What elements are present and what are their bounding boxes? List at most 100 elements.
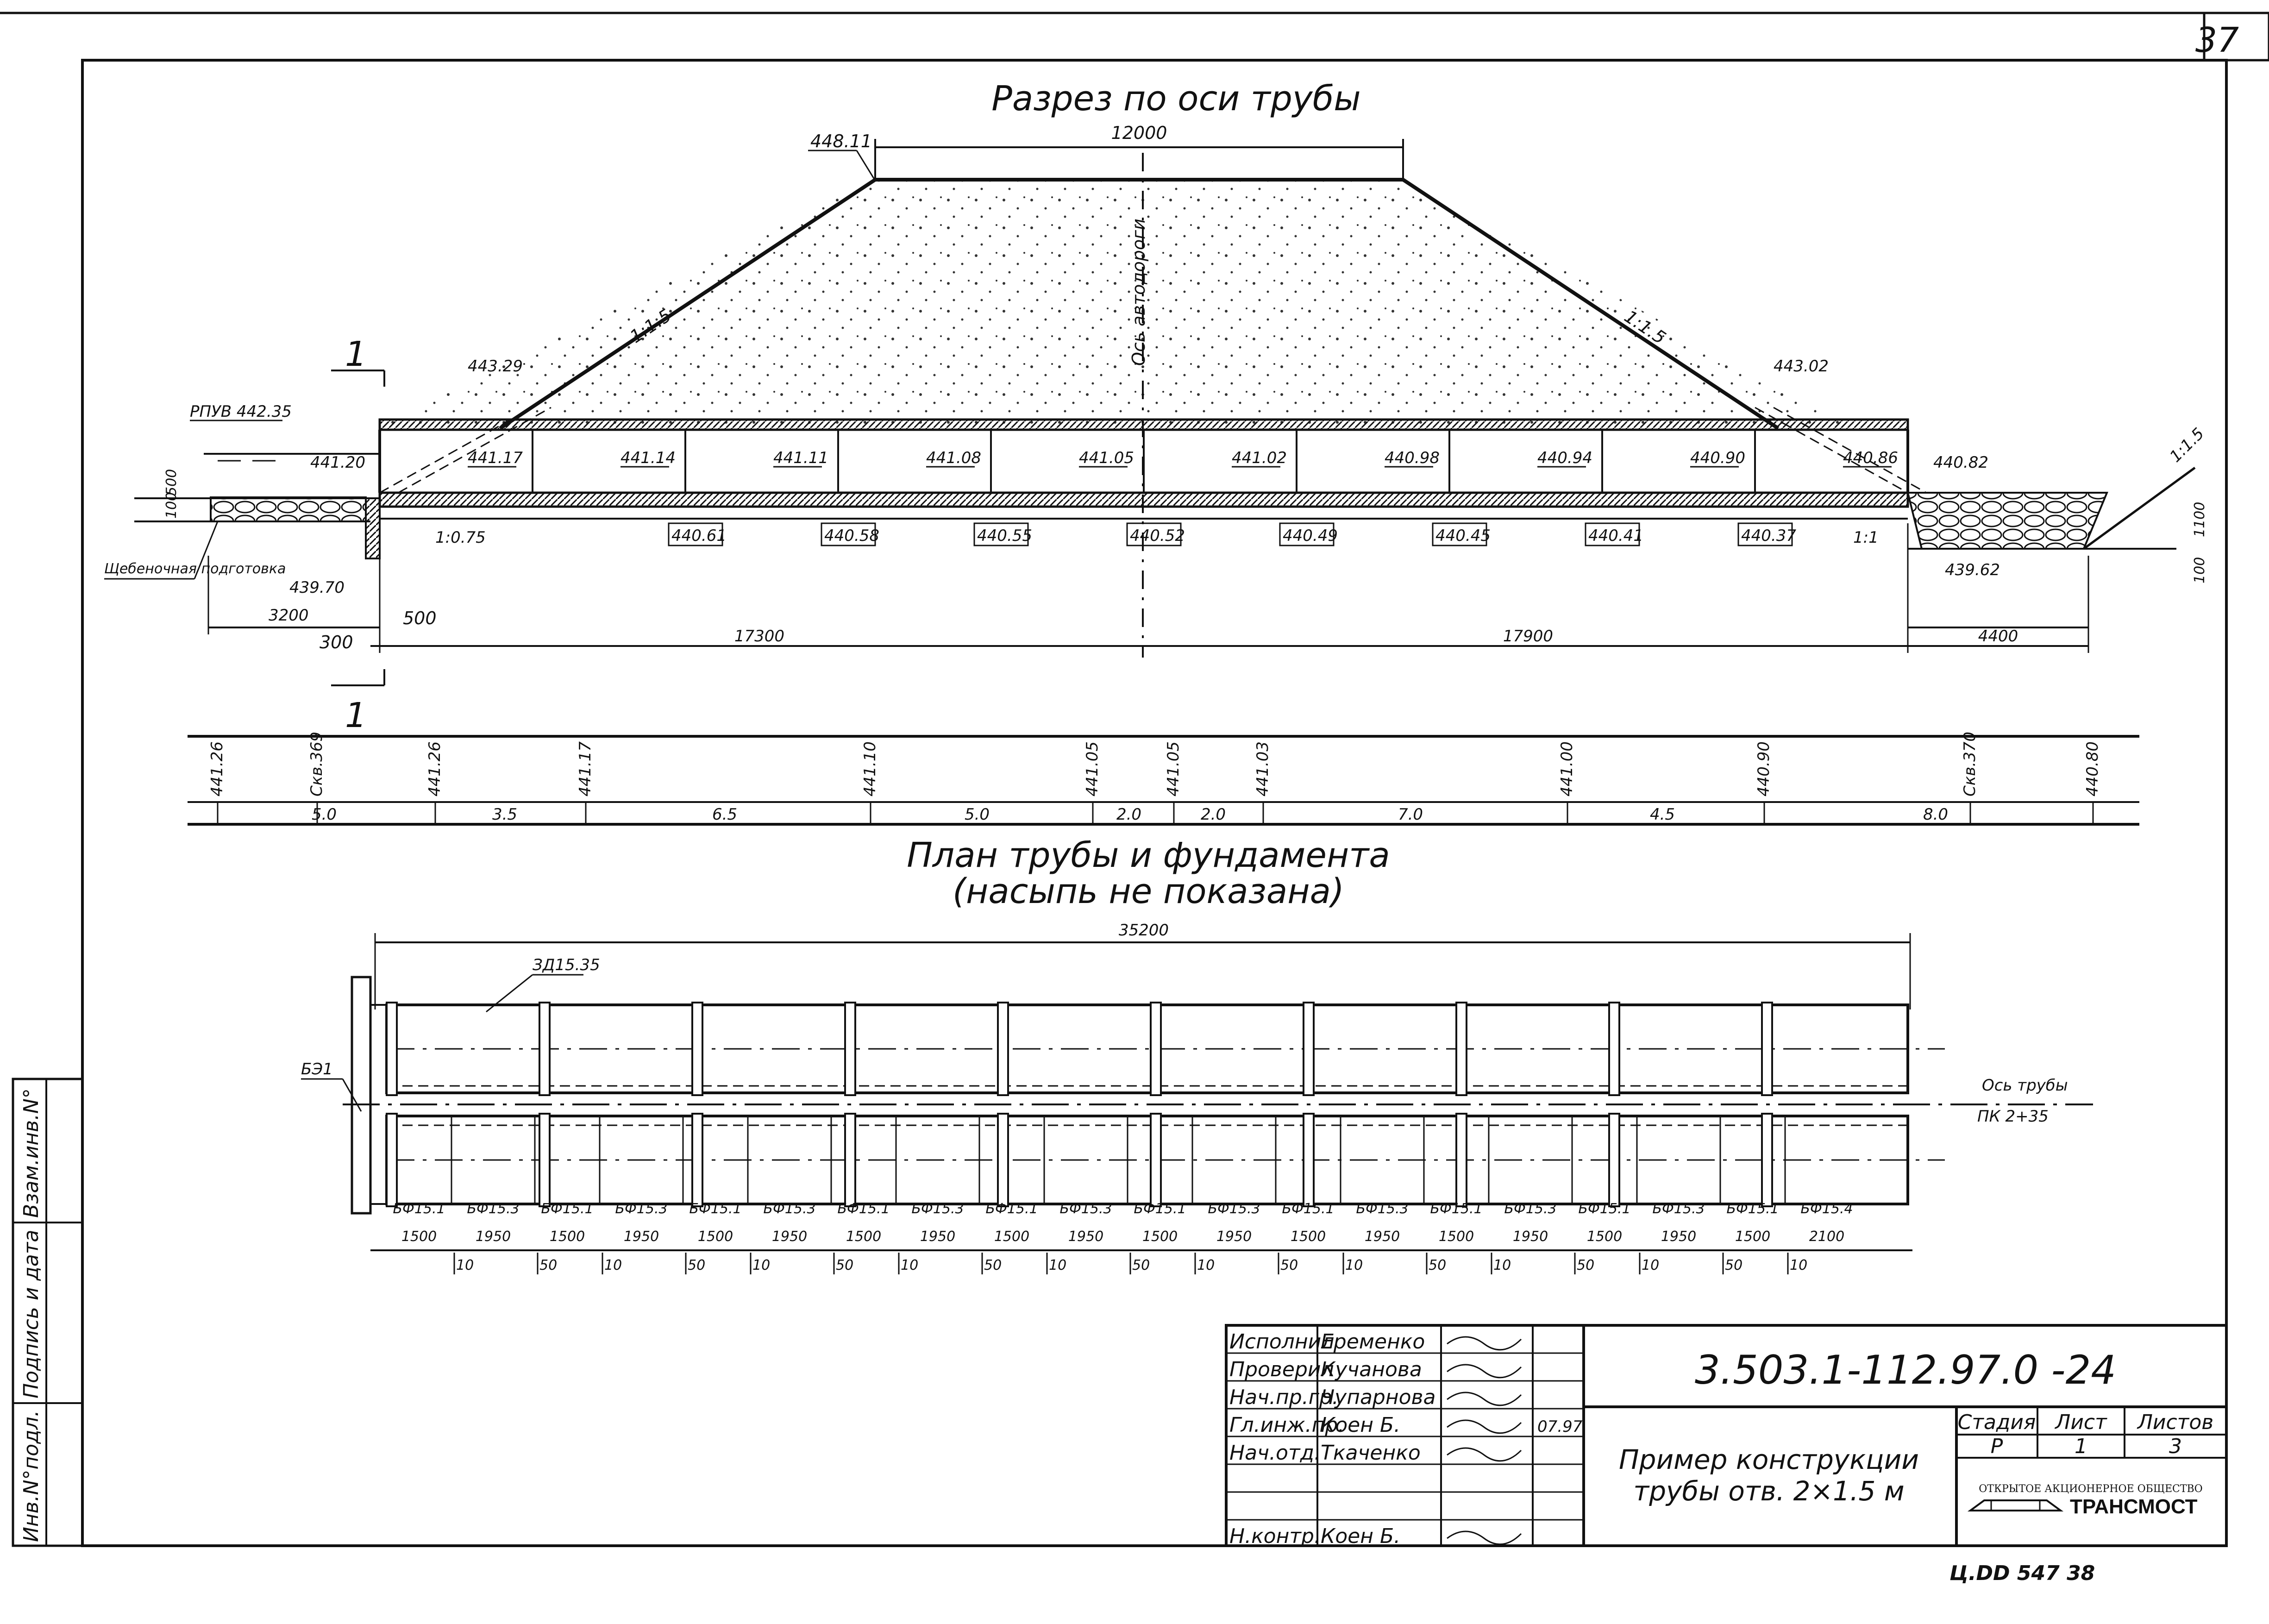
pipe-joint <box>1761 1113 1773 1207</box>
profile-distance: 8.0 <box>1923 805 1948 824</box>
foundation-block-length: 1950 <box>920 1229 955 1245</box>
dim-500-left: 500 <box>163 469 180 495</box>
road-axis-label: Ось автодороги <box>1128 219 1149 366</box>
pipe-top-elev: 441.17 <box>468 449 523 467</box>
dim-500-bottom: 500 <box>403 608 437 628</box>
pipe-joint <box>386 1002 398 1096</box>
signature-scribble <box>1447 1364 1522 1379</box>
foundation-block-length: 1950 <box>1365 1229 1400 1245</box>
foundation-block-label: БФ15.4 <box>1800 1201 1853 1217</box>
slope-end-label: 1:1.5 <box>2166 424 2208 466</box>
profile-elevation: 441.26 <box>208 741 226 796</box>
profile-distance: 6.5 <box>712 805 737 824</box>
signature-role: Нач.отд. <box>1229 1441 1321 1465</box>
foundation-block-length: 1500 <box>401 1229 437 1245</box>
plan-total-dimension <box>374 933 1911 1010</box>
foundation-block-label: БФ15.1 <box>541 1201 593 1217</box>
foundation-block-label: БФ15.1 <box>1430 1201 1482 1217</box>
foundation-block-length: 1500 <box>550 1229 585 1245</box>
profile-elevation: 441.17 <box>576 741 595 796</box>
foundation-block-label: БФ15.3 <box>1208 1201 1260 1217</box>
pipe-top-elev: 440.98 <box>1385 449 1440 467</box>
profile-elevation: 441.05 <box>1164 741 1183 796</box>
tb-description-1: Пример конструкции <box>1619 1444 1919 1475</box>
foundation-block-label: БФ15.3 <box>1504 1201 1556 1217</box>
plan-pipe-joints <box>386 1002 1773 1207</box>
foundation-block-length: 1500 <box>698 1229 733 1245</box>
gap-label: 10 <box>1049 1257 1066 1273</box>
foundation-block-label: БФ15.3 <box>1356 1201 1408 1217</box>
section-mark-top: 1 <box>345 334 367 374</box>
profile-elevation: 440.80 <box>2083 741 2102 796</box>
profile-distance: 7.0 <box>1398 805 1423 824</box>
profile-elevation: 441.26 <box>426 741 444 796</box>
plan-pk-label: ПК 2+35 <box>1977 1107 2049 1126</box>
pipe-bottom-elev: 440.41 <box>1588 527 1643 545</box>
profile-elevation: 440.90 <box>1755 741 1773 796</box>
foundation-block-label: БФ15.1 <box>1134 1201 1186 1217</box>
pipe-top-elev: 440.94 <box>1537 449 1592 467</box>
foundation-block-label: БФ15.3 <box>911 1201 964 1217</box>
pipe-joint <box>691 1002 703 1096</box>
gap-label: 50 <box>1577 1257 1594 1273</box>
pipe-joint <box>539 1113 551 1207</box>
dim-1100: 1100 <box>2192 502 2208 537</box>
foundation-blocks: БФ15.1 1500 БФ15.3 1950 БФ15.1 1500 БФ15.3 1950… <box>386 1116 1853 1245</box>
slope-075-label: 1:0.75 <box>435 528 486 547</box>
pipe-joint <box>539 1002 551 1096</box>
slope-11-label: 1:1 <box>1853 528 1879 547</box>
pipe-top-elev: 440.90 <box>1690 449 1745 467</box>
signature-scribble <box>1447 1392 1522 1406</box>
section-title: Разрез по оси трубы <box>991 79 1360 119</box>
plan-title-2: (насыпь не показана) <box>953 872 1344 911</box>
signature-name: Кучанова <box>1321 1358 1422 1381</box>
pipe-joint <box>1150 1002 1162 1096</box>
pipe-joint <box>1303 1113 1315 1207</box>
signature-name: Чупарнова <box>1321 1386 1435 1409</box>
gap-label: 10 <box>1345 1257 1363 1273</box>
gap-label: 10 <box>901 1257 918 1273</box>
foundation-block-length: 1950 <box>476 1229 511 1245</box>
foundation-block-label: БФ15.3 <box>763 1201 815 1217</box>
foundation-block-label: БФ15.3 <box>467 1201 519 1217</box>
foundation-block-length: 1950 <box>1661 1229 1696 1245</box>
elev-box <box>1126 522 1182 546</box>
foundation-block-length: 1500 <box>1291 1229 1326 1245</box>
dim-17900: 17900 <box>1503 627 1553 646</box>
elev-box <box>821 522 876 546</box>
plan-axis-label: Ось трубы <box>1982 1076 2068 1095</box>
gap-label: 10 <box>1642 1257 1659 1273</box>
profile-distance: 2.0 <box>1201 805 1226 824</box>
tb-description-2: трубы отв. 2×1.5 м <box>1633 1475 1904 1507</box>
dim-17300: 17300 <box>734 627 784 646</box>
foundation-block-length: 1950 <box>624 1229 659 1245</box>
tb-stage-header: Стадия <box>1958 1411 2036 1434</box>
signature-role: Исполнил <box>1229 1330 1334 1354</box>
top-elev-label: 448.11 <box>810 131 872 151</box>
signature-name: Коен Б. <box>1321 1413 1400 1437</box>
embankment-outline <box>499 178 1780 430</box>
gravel-label: Щебеночная подготовка <box>104 561 286 577</box>
gap-label: 10 <box>1790 1257 1807 1273</box>
foundation-block-label: БФ15.3 <box>615 1201 667 1217</box>
left-inlet <box>134 407 552 559</box>
pipe-joint <box>1455 1002 1467 1096</box>
signature-role: Проверил <box>1229 1358 1334 1381</box>
foundation-block-length: 1500 <box>846 1229 881 1245</box>
elev-top-left-label: 443.29 <box>468 357 523 376</box>
foundation-block-label: БФ15.3 <box>1652 1201 1705 1217</box>
foundation-block-label: БФ15.1 <box>837 1201 890 1217</box>
elev-box <box>973 522 1029 546</box>
foundation-block-length: 1500 <box>1587 1229 1622 1245</box>
pipe-joint <box>1761 1002 1773 1096</box>
foundation-block-label: БФ15.1 <box>393 1201 445 1217</box>
foundation-block-length: 1950 <box>1068 1229 1103 1245</box>
gap-label: 10 <box>456 1257 474 1273</box>
profile-distance: 5.0 <box>312 805 337 824</box>
dim-3200: 3200 <box>269 606 309 625</box>
profile-elevation: Скв.370 <box>1961 732 1979 796</box>
gap-label: 50 <box>1132 1257 1150 1273</box>
pipe-top-elev: 441.14 <box>621 449 676 467</box>
